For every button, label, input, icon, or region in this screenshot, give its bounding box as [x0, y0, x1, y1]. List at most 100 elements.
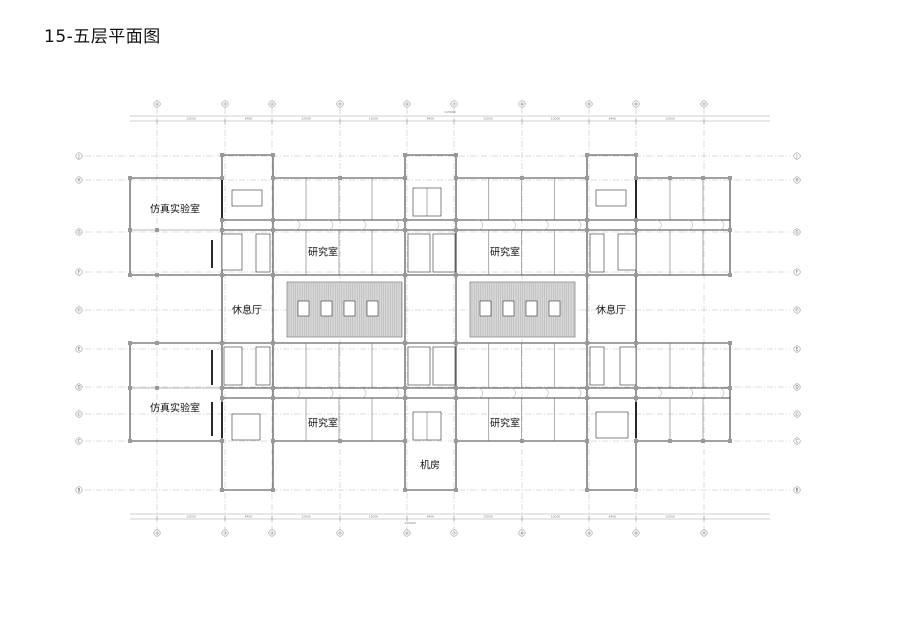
room-label-research-br: 研究室: [490, 417, 520, 430]
column-axis-bubble-top: ⑩: [632, 100, 640, 108]
column-marker: [668, 176, 672, 180]
room-label-lounge-right: 休息厅: [596, 304, 626, 317]
column-marker: [585, 386, 589, 390]
column-marker: [403, 386, 407, 390]
column-marker: [634, 176, 638, 180]
courtyard-right: [469, 281, 576, 338]
column-axis-bubble-bottom: ③: [221, 529, 229, 537]
column-axis-bubble-top: ③: [221, 100, 229, 108]
dimension-segment-label: 12000: [551, 117, 561, 121]
column-axis-label: ⑤: [338, 531, 342, 536]
row-axis-label: B: [78, 488, 81, 493]
column-marker: [271, 341, 275, 345]
column-marker: [271, 176, 275, 180]
row-axis-bubble-right: D: [793, 383, 801, 391]
dimension-top-total: 115600: [444, 110, 456, 114]
column-marker: [220, 488, 224, 492]
column-marker: [728, 386, 732, 390]
column-marker: [403, 228, 407, 232]
row-axis-bubble-right: Ⓒ: [793, 411, 801, 418]
dimension-segment-label: 8400: [427, 117, 435, 121]
row-axis-label: H: [77, 178, 80, 183]
column-marker: [454, 439, 458, 443]
row-axis-label: C: [796, 439, 799, 444]
room-label-research-tl: 研究室: [308, 246, 338, 259]
column-marker: [128, 228, 132, 232]
column-axis-label: ⑦: [452, 102, 456, 107]
column-axis-label: ⑥: [405, 531, 409, 536]
dimension-segment-label: 12000: [369, 117, 379, 121]
column-marker: [585, 341, 589, 345]
row-axis-label: Ⓒ: [795, 411, 799, 417]
column-axis-label: ⑧: [520, 102, 524, 107]
column-axis-label: ④: [270, 531, 274, 536]
column-axis-bubble-top: ②: [153, 100, 161, 108]
column-marker: [585, 176, 589, 180]
column-axis-bubble-bottom: ⑤: [336, 529, 344, 537]
row-axis-bubble-left: Ⓒ: [75, 411, 83, 418]
column-marker: [403, 439, 407, 443]
row-axis-bubble-left: B: [75, 486, 83, 494]
column-marker: [634, 488, 638, 492]
row-axis-label: F: [796, 270, 799, 275]
column-marker: [220, 218, 224, 222]
column-marker: [634, 228, 638, 232]
column-marker: [728, 341, 732, 345]
stair-cores: [221, 187, 637, 441]
row-axis-label: E: [78, 347, 81, 352]
dimension-segment-label: 12000: [369, 515, 379, 519]
dimension-bottom: 115600: [130, 513, 770, 525]
column-axis-label: ⑧: [520, 531, 524, 536]
column-marker: [220, 228, 224, 232]
column-axis-label: ②: [155, 531, 159, 536]
column-marker: [128, 176, 132, 180]
column-marker: [585, 153, 589, 157]
column-marker: [271, 386, 275, 390]
column-marker: [220, 396, 224, 400]
row-axis-bubble-right: H: [793, 176, 801, 184]
room-label-research-tr: 研究室: [490, 246, 520, 259]
row-axis-label: D: [77, 385, 80, 390]
column-axis-label: ⑪: [702, 101, 706, 107]
column-marker: [271, 218, 275, 222]
column-marker: [634, 396, 638, 400]
column-marker: [403, 488, 407, 492]
column-axis-bubble-top: ⑧: [518, 100, 526, 108]
courtyard-left: [286, 281, 403, 338]
row-axis-label: E: [796, 347, 799, 352]
column-axis-bubble-top: ⑥: [403, 100, 411, 108]
column-marker: [454, 396, 458, 400]
column-marker: [271, 228, 275, 232]
row-axis-label: G: [77, 230, 80, 235]
column-marker: [454, 218, 458, 222]
dimension-segment-label: 12000: [301, 117, 311, 121]
column-axis-label: ⑩: [634, 531, 638, 536]
dimension-segment-label: 12000: [483, 515, 493, 519]
column-marker: [668, 439, 672, 443]
column-marker: [128, 341, 132, 345]
column-axis-label: ⑨: [587, 531, 591, 536]
row-axis-label: J: [77, 154, 79, 159]
column-marker: [585, 273, 589, 277]
column-marker: [585, 488, 589, 492]
dimension-segment-label: 8400: [609, 117, 617, 121]
row-axis-label: J: [795, 154, 797, 159]
dimension-segment-label: 8400: [245, 515, 253, 519]
room-labels: 仿真实验室 仿真实验室 研究室 研究室 研究室 研究室 休息厅 休息厅 机房: [150, 203, 626, 472]
column-marker: [271, 439, 275, 443]
dimension-segment-label: 8400: [609, 515, 617, 519]
drawing-title: 15-五层平面图: [44, 27, 161, 47]
structural-columns: [128, 153, 732, 492]
column-axis-label: ③: [223, 531, 227, 536]
row-axis-bubble-left: D: [75, 383, 83, 391]
column-marker: [220, 341, 224, 345]
column-axis-bubble-bottom: ②: [153, 529, 161, 537]
column-axis-bubble-top: ⑤: [336, 100, 344, 108]
row-axis-label: G: [795, 230, 798, 235]
column-marker: [454, 341, 458, 345]
column-axis-bubble-bottom: ⑨: [585, 529, 593, 537]
column-axis-label: ⑪: [702, 530, 706, 536]
column-marker: [155, 228, 159, 232]
